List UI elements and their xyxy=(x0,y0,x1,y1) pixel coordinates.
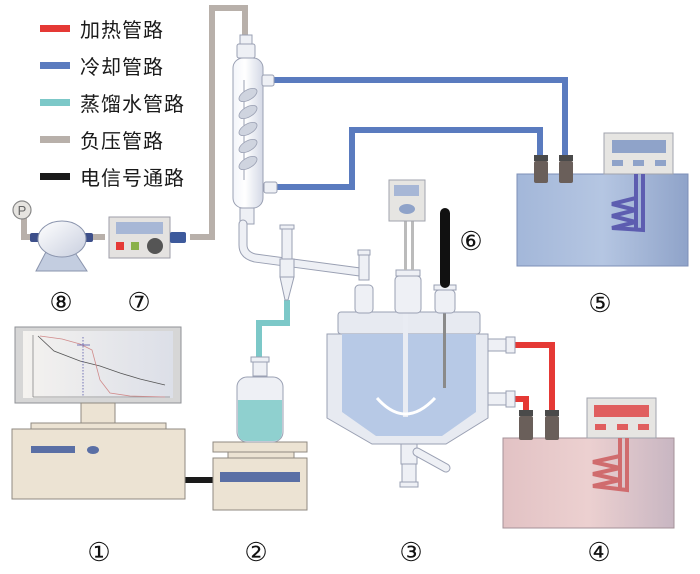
vacuum-pump xyxy=(30,220,93,272)
label-computer: ① xyxy=(87,538,111,568)
vacuum-line xyxy=(21,5,248,240)
heating-line xyxy=(515,342,555,410)
label-vacuum-pump: ⑧ xyxy=(49,288,73,318)
legend-swatch-cooling xyxy=(40,62,70,69)
label-vacuum-controller: ⑦ xyxy=(127,288,151,318)
legend-swatch-signal xyxy=(40,173,70,180)
legend-item-distilled-water: 蒸馏水管路 xyxy=(40,84,185,121)
label-cooling-bath: ⑤ xyxy=(588,289,612,319)
label-balance: ② xyxy=(244,538,268,568)
legend-label: 蒸馏水管路 xyxy=(80,92,185,116)
balance xyxy=(212,441,308,511)
signal-line xyxy=(185,477,214,483)
legend-label: 电信号通路 xyxy=(80,166,185,190)
label-reactor: ③ xyxy=(399,538,423,568)
cooling-bath xyxy=(516,132,689,267)
legend-swatch-heating xyxy=(40,25,70,32)
legend: 加热管路 冷却管路 蒸馏水管路 负压管路 电信号通路 xyxy=(40,10,185,195)
legend-item-signal: 电信号通路 xyxy=(40,158,185,195)
legend-item-heating: 加热管路 xyxy=(40,10,185,47)
distilled-water-line xyxy=(256,300,290,357)
label-heating-bath: ④ xyxy=(587,538,611,568)
water-bottle xyxy=(236,356,284,443)
pressure-gauge-label: P xyxy=(18,203,27,218)
pressure-gauge xyxy=(12,200,32,220)
label-probe: ⑥ xyxy=(459,227,483,257)
legend-label: 负压管路 xyxy=(80,129,164,153)
cooling-line xyxy=(272,77,568,190)
legend-label: 冷却管路 xyxy=(80,55,164,79)
legend-item-vacuum: 负压管路 xyxy=(40,121,185,158)
legend-item-cooling: 冷却管路 xyxy=(40,47,185,84)
vacuum-controller xyxy=(108,216,186,259)
heating-bath xyxy=(502,397,675,529)
legend-swatch-distilled-water xyxy=(40,99,70,106)
reactor xyxy=(326,179,516,488)
condenser xyxy=(232,34,365,301)
legend-label: 加热管路 xyxy=(80,18,164,42)
computer xyxy=(11,326,186,500)
legend-swatch-vacuum xyxy=(40,136,70,143)
